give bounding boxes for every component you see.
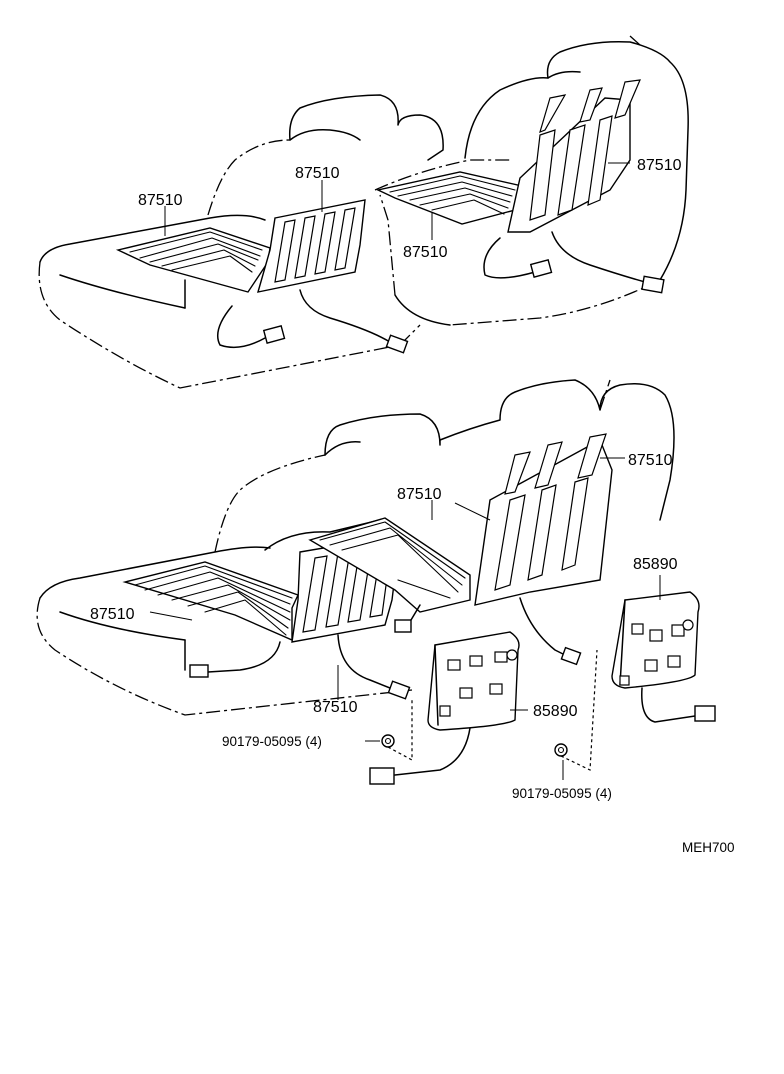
right-seat-heater-switch bbox=[611, 591, 700, 689]
label-lower-cushion-left: 87510 bbox=[90, 606, 135, 623]
lower-seat-assembly bbox=[36, 379, 716, 785]
label-drawing-code: MEH700 bbox=[682, 840, 735, 855]
label-upper-seat-cushion: 87510 bbox=[138, 192, 183, 209]
label-lower-cushion-center: 87510 bbox=[313, 699, 358, 716]
label-upper-right-back: 87510 bbox=[637, 157, 682, 174]
label-switch-center: 85890 bbox=[533, 703, 578, 720]
label-lower-back-center: 87510 bbox=[397, 486, 442, 503]
label-screw-left: 90179-05095 (4) bbox=[222, 734, 322, 749]
screw-right bbox=[554, 743, 568, 757]
part-labels: 87510 87510 87510 87510 87510 87510 8751… bbox=[90, 157, 735, 855]
label-upper-right-cushion: 87510 bbox=[403, 244, 448, 261]
label-switch-right: 85890 bbox=[633, 556, 678, 573]
label-upper-seat-back: 87510 bbox=[295, 165, 340, 182]
label-screw-right: 90179-05095 (4) bbox=[512, 786, 612, 801]
screw-left bbox=[381, 734, 395, 748]
label-lower-back-right: 87510 bbox=[628, 452, 673, 469]
upper-seat-assembly bbox=[38, 35, 689, 389]
center-seat-heater-switch bbox=[427, 631, 520, 731]
lower-center-cushion-heater-pad bbox=[308, 517, 471, 613]
upper-cushion-heater-pad bbox=[115, 227, 271, 293]
lower-left-cushion-heater-pad bbox=[122, 561, 299, 642]
